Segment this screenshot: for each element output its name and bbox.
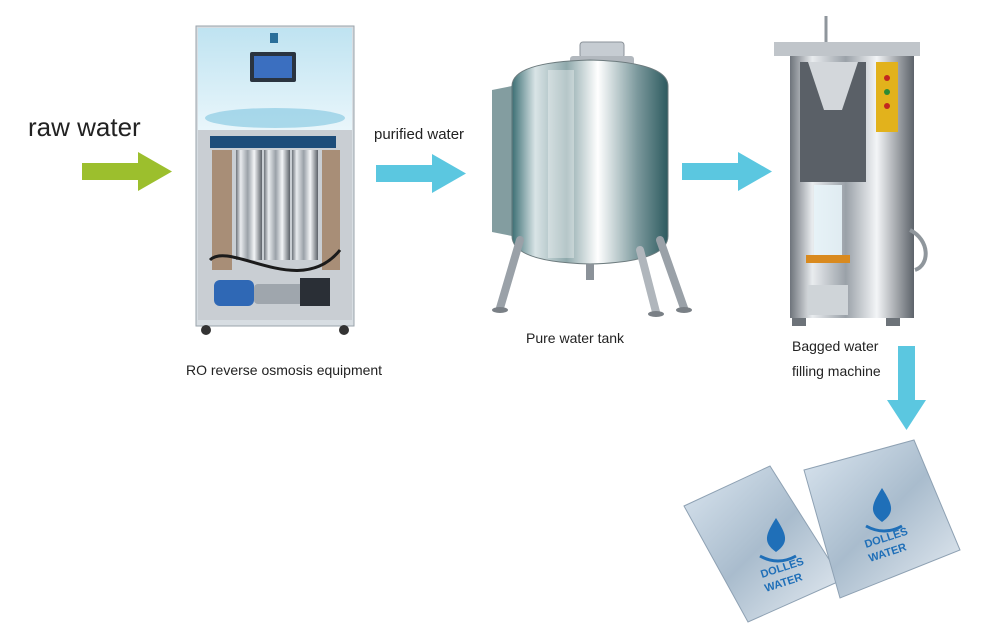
ro-equipment-label: RO reverse osmosis equipment: [186, 362, 382, 378]
pure-water-tank-image: [492, 42, 692, 317]
raw-water-arrow: [82, 152, 172, 191]
ro-equipment-image: [196, 26, 354, 335]
pure-water-tank-label: Pure water tank: [526, 330, 624, 346]
purified-water-label: purified water: [374, 126, 464, 143]
to-filler-arrow: [682, 152, 772, 191]
raw-water-label: raw water: [28, 112, 141, 143]
filling-machine-label-line1: Bagged water: [792, 338, 878, 354]
filling-machine-label-line2: filling machine: [792, 363, 881, 379]
filling-machine-image: [774, 16, 926, 326]
down-arrow-icon: [887, 346, 926, 430]
water-bags-image: DOLLES WATER DOLLES WATER: [684, 440, 960, 622]
purified-water-arrow: [376, 154, 466, 193]
